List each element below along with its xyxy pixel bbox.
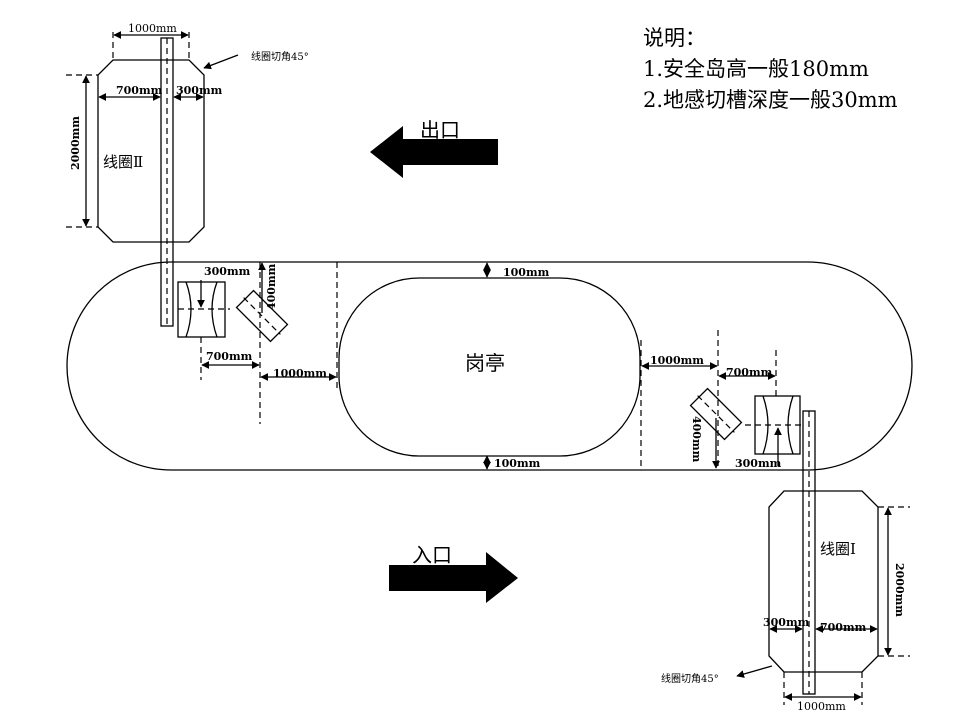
loop1-corner-leader <box>736 665 773 678</box>
loop2-top-dim: 1000mm <box>128 22 177 35</box>
loop2-right-dim: 300mm <box>176 84 223 97</box>
loop1-corner-note: 线圈切角45° <box>661 672 719 685</box>
loop1-det-gap-dim: 700mm <box>726 366 773 379</box>
exit-label: 出口 <box>420 118 460 142</box>
loop1-det-width-dim: 300mm <box>735 457 782 470</box>
loop1-right-dim: 700mm <box>820 621 867 634</box>
gap-bottom-dim: 100mm <box>494 457 541 470</box>
notes-item-1: 1.安全岛高一般180mm <box>643 57 869 81</box>
loop1-height-dim: 2000mm <box>893 563 906 617</box>
loop1-left-dim: 300mm <box>763 616 810 629</box>
exit-arrow-icon <box>370 126 498 178</box>
loop2-det-width-dim: 300mm <box>204 265 251 278</box>
loop1-sensor-dim: 400mm <box>690 416 703 463</box>
loop2-sensor-dim: 400mm <box>265 263 278 310</box>
notes-item-2: 2.地感切槽深度一般30mm <box>643 88 898 112</box>
loop2-left-dim: 700mm <box>116 84 163 97</box>
loop1-coil <box>768 490 879 673</box>
loop1-bottom-dim: 1000mm <box>797 700 846 713</box>
safety-island <box>66 261 913 471</box>
gap-top-dim: 100mm <box>503 266 550 279</box>
loop2-corner-note: 线圈切角45° <box>251 50 309 63</box>
loop2-corner-leader <box>203 54 239 70</box>
loop2-det-gap-dim: 700mm <box>206 350 253 363</box>
loop1-sensor <box>689 387 743 441</box>
booth-label: 岗亭 <box>465 351 505 375</box>
loop1-spacing-dim: 1000mm <box>650 354 704 367</box>
loop2-height-dim: 2000mm <box>69 116 82 170</box>
entry-label: 入口 <box>412 543 452 567</box>
loop1-label: 线圈Ⅰ <box>820 540 856 558</box>
loop2-coil <box>97 59 205 243</box>
notes-title: 说明： <box>643 26 706 50</box>
loop2-label: 线圈Ⅱ <box>103 153 143 171</box>
loop2-spacing-dim: 1000mm <box>273 367 327 380</box>
entry-arrow-icon <box>389 552 518 603</box>
